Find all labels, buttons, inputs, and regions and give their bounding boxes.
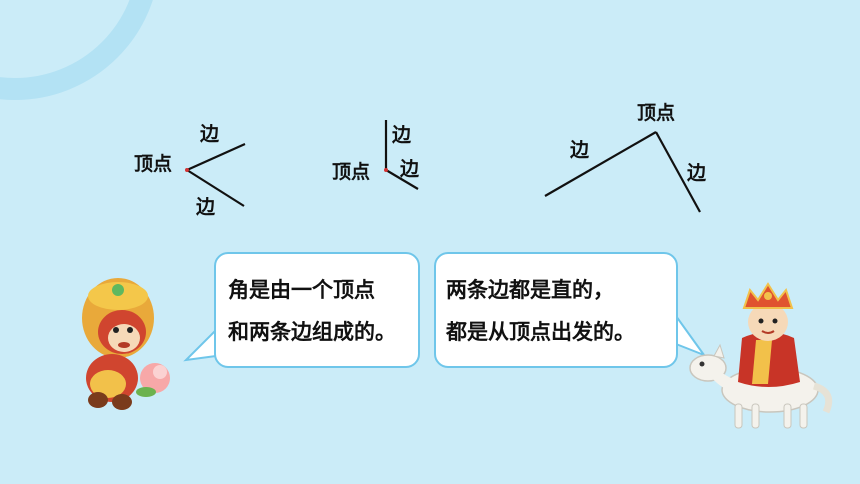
angle-3-side-left-label: 边 (570, 139, 590, 161)
angle-1-side-top-label: 边 (200, 123, 220, 145)
angle-3-left-side (544, 131, 657, 197)
angle-1 (185, 142, 246, 207)
angle-1-vertex-label: 顶点 (134, 153, 173, 175)
angle-2-diagonal-side (385, 169, 419, 190)
left-bubble-line-1: 角是由一个顶点 (228, 278, 375, 302)
monk-on-horse-character (689, 282, 833, 429)
left-speech-bubble (214, 252, 420, 368)
angle-2 (384, 120, 419, 190)
angle-1-bottom-side (186, 169, 245, 207)
angle-2-vertex-label: 顶点 (332, 161, 371, 183)
monkey-character (82, 278, 170, 410)
right-bubble-line-2: 都是从顶点出发的。 (446, 320, 635, 344)
angle-3 (544, 131, 701, 213)
right-speech-bubble (434, 252, 678, 368)
left-bubble-line-2: 和两条边组成的。 (228, 320, 396, 344)
angle-3-side-right-label: 边 (687, 162, 707, 184)
angle-3-right-side (655, 131, 701, 213)
angle-1-vertex-dot (185, 168, 189, 172)
right-bubble-line-1: 两条边都是直的， (446, 278, 614, 302)
angle-1-top-side (186, 142, 246, 172)
angle-3-vertex-label: 顶点 (637, 102, 676, 124)
angle-2-side-bottom-label: 边 (400, 158, 420, 180)
angle-1-side-bottom-label: 边 (196, 196, 216, 218)
angle-2-vertex-dot (384, 168, 388, 172)
angle-2-side-top-label: 边 (392, 124, 412, 146)
